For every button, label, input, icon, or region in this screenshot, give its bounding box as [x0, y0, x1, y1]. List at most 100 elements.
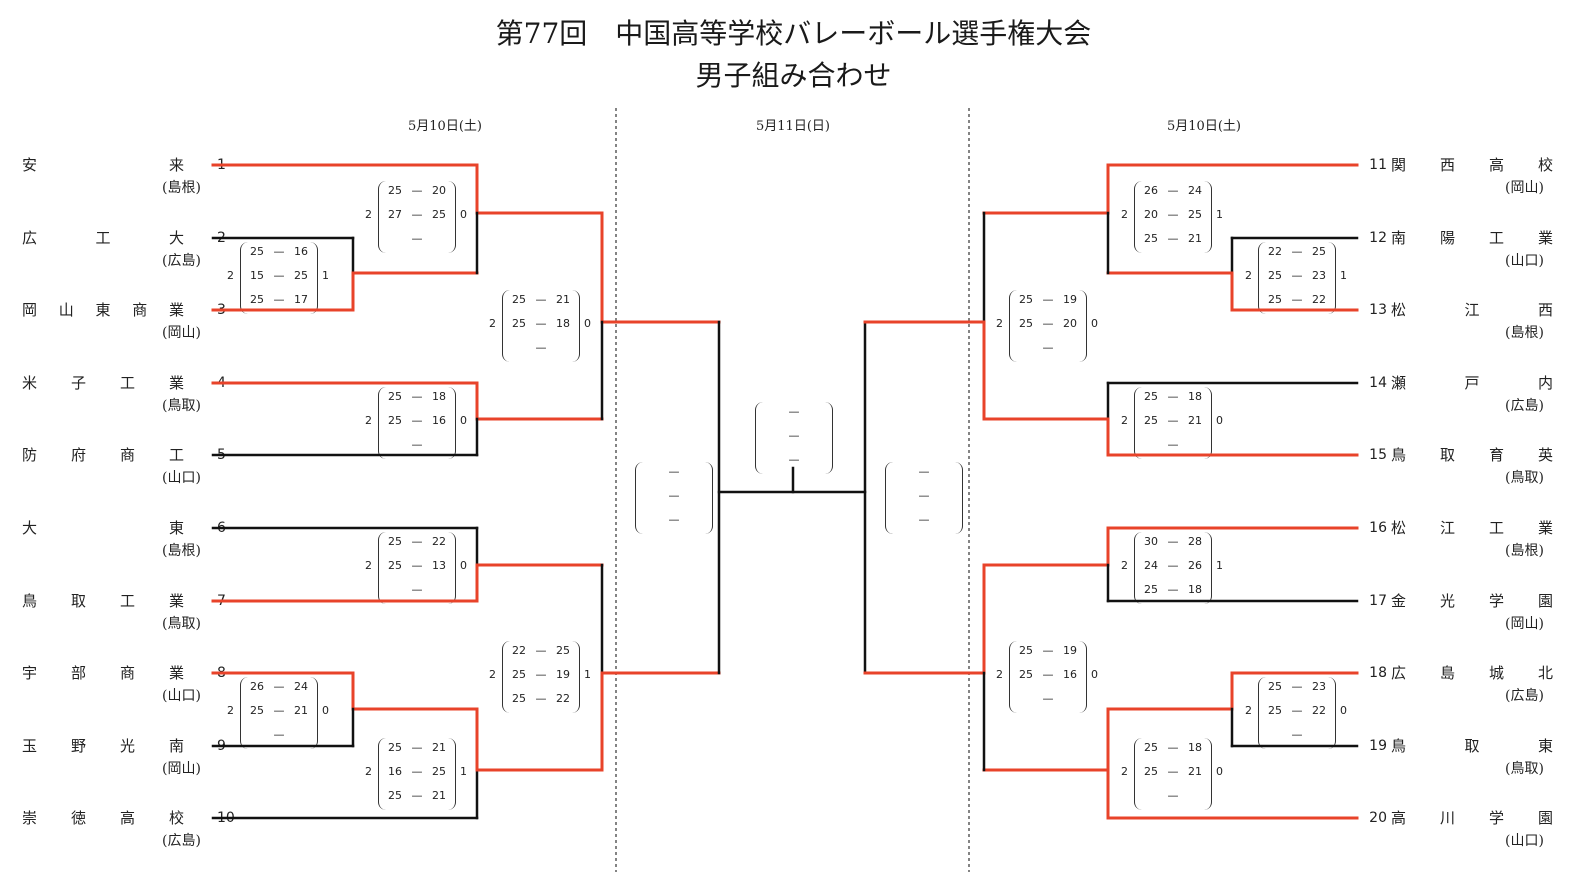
team-prefecture: (鳥取) — [1505, 761, 1544, 777]
set-score-row: 30—28 — [1135, 532, 1211, 552]
set-score-a: 25 — [1019, 317, 1033, 330]
set-dash: — — [1167, 232, 1179, 245]
team-name-char: 府 — [70, 446, 86, 464]
team-name-char: 光 — [119, 737, 135, 755]
set-dash: — — [535, 668, 547, 681]
sets-won-b: 0 — [1091, 317, 1098, 330]
set-score-b: 21 — [1188, 414, 1202, 427]
set-score-b: 23 — [1312, 269, 1326, 282]
date-right: 5月10日(土) — [1167, 119, 1241, 134]
set-dash: — — [1291, 680, 1303, 693]
team-name-char: 大 — [168, 229, 184, 247]
date-center: 5月11日(日) — [756, 119, 830, 134]
team-name-char: 東 — [168, 519, 184, 537]
set-dash: — — [788, 453, 800, 466]
team-name: 鳥取育英 — [1391, 446, 1553, 464]
set-score-b: 17 — [294, 293, 308, 306]
sets-won-b: 1 — [322, 269, 329, 282]
set-score-a: 25 — [512, 692, 526, 705]
set-score-a: 30 — [1144, 535, 1158, 548]
set-score-a: 25 — [388, 789, 402, 802]
team-name-char: 業 — [168, 664, 184, 682]
team-name-char: 部 — [70, 664, 86, 682]
team-name: 関西高校 — [1391, 156, 1553, 174]
set-score-a: 25 — [1019, 644, 1033, 657]
set-score-row: 22—25 — [1259, 242, 1335, 262]
team-prefecture: (鳥取) — [162, 398, 201, 414]
set-score-row: 25—22 — [1259, 290, 1335, 310]
team-seed-number: 14 — [1369, 375, 1387, 391]
team-name-char: 商 — [119, 664, 135, 682]
set-score-b: 22 — [1312, 704, 1326, 717]
set-score-row: 25—21 — [503, 290, 579, 310]
set-dash: — — [1042, 341, 1054, 354]
set-dash: — — [411, 414, 423, 427]
set-dash: — — [1167, 438, 1179, 451]
team-name-char: 取 — [1464, 737, 1480, 755]
set-score-a: 15 — [250, 269, 264, 282]
set-dash: — — [1042, 317, 1054, 330]
sets-won-b: 1 — [1340, 269, 1347, 282]
set-score-row: 25—21 — [1135, 411, 1211, 431]
team-entry: 関西高校(岡山)11 — [1363, 156, 1563, 225]
page-subtitle: 男子組み合わせ — [695, 59, 892, 92]
set-score-b: 18 — [1188, 741, 1202, 754]
set-score-b: 25 — [294, 269, 308, 282]
set-dash: — — [1167, 789, 1179, 802]
sets-won-a: 2 — [996, 317, 1003, 330]
set-score-row: 25—21 — [241, 701, 317, 721]
sets-won-a: 2 — [1121, 765, 1128, 778]
set-dash: — — [411, 765, 423, 778]
set-score-row: 25—18 — [1135, 387, 1211, 407]
match-score-box: ——— — [861, 462, 985, 534]
set-score-row: 25—16 — [241, 242, 317, 262]
set-dash: — — [535, 293, 547, 306]
team-name-char: 業 — [168, 301, 184, 319]
team-name-char: 業 — [168, 374, 184, 392]
team-prefecture: (広島) — [1505, 398, 1544, 414]
set-score-b: 21 — [1188, 232, 1202, 245]
set-dash: — — [1167, 184, 1179, 197]
team-name: 鳥取東 — [1391, 737, 1553, 755]
team-name-char: 来 — [168, 156, 184, 174]
set-score-b: 21 — [556, 293, 570, 306]
set-score-b: 25 — [556, 644, 570, 657]
team-name-char: 園 — [1537, 592, 1553, 610]
set-score-a: 25 — [1144, 232, 1158, 245]
team-name-char: 松 — [1391, 301, 1407, 319]
set-dash: — — [1042, 644, 1054, 657]
set-score-row: — — [1135, 786, 1211, 806]
team-prefecture: (広島) — [162, 833, 201, 849]
team-name-char: 徳 — [70, 809, 86, 827]
set-score-b: 18 — [1188, 583, 1202, 596]
set-dash: — — [411, 559, 423, 572]
set-score-a: 25 — [512, 668, 526, 681]
set-score-row: — — [1259, 725, 1335, 745]
set-score-row: — — [636, 510, 712, 530]
set-score-a: 25 — [1019, 668, 1033, 681]
team-prefecture: (岡山) — [162, 325, 201, 341]
set-score-a: 20 — [1144, 208, 1158, 221]
team-name-char: 西 — [1537, 301, 1553, 319]
set-score-row: 25—16 — [1010, 665, 1086, 685]
set-score-a: 25 — [1019, 293, 1033, 306]
team-name-char: 野 — [70, 737, 86, 755]
set-dash: — — [668, 489, 680, 502]
team-name-char: 崇 — [22, 809, 38, 827]
set-dash: — — [273, 704, 285, 717]
team-name-char: 鳥 — [1391, 446, 1407, 464]
team-name: 広島城北 — [1391, 664, 1553, 682]
team-name-char: 防 — [22, 446, 38, 464]
set-dash: — — [918, 513, 930, 526]
team-name-char: 高 — [119, 809, 135, 827]
set-scores: 25—18 25—21 — — [1134, 387, 1212, 459]
team-name-char: 東 — [95, 301, 111, 319]
